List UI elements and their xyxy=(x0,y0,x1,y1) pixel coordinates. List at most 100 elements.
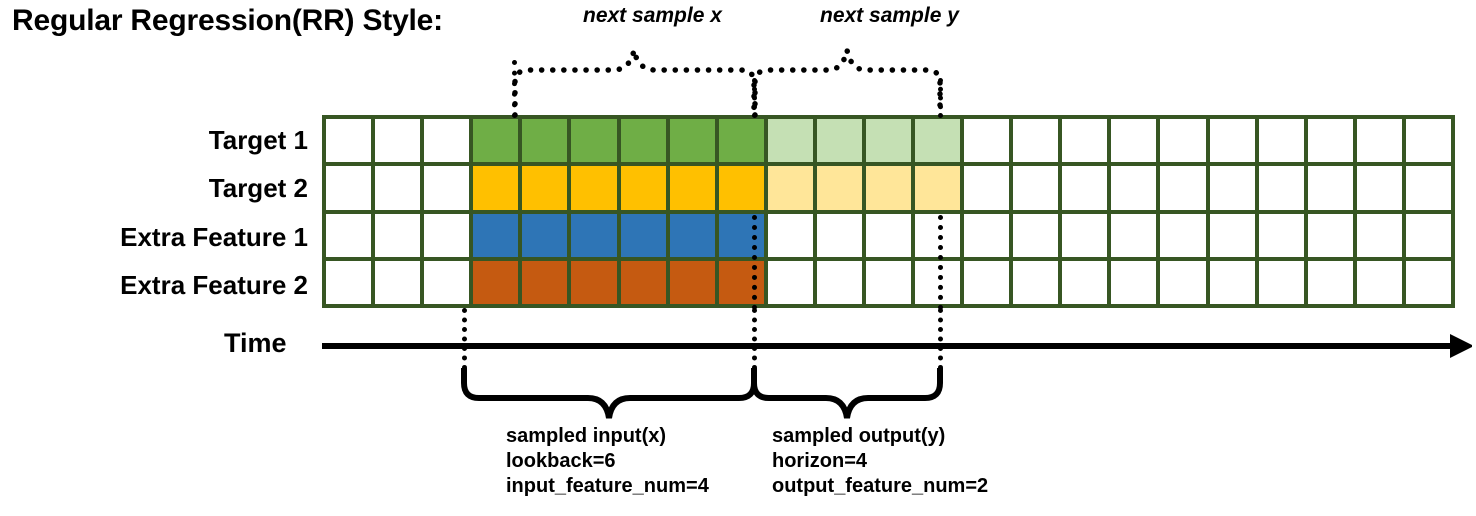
guide-line-output-top xyxy=(938,78,943,118)
page-title: Regular Regression(RR) Style: xyxy=(12,4,443,37)
grid-cell-target-1-10 xyxy=(816,119,862,163)
grid-cell-extra-feature-1-0 xyxy=(326,213,372,257)
grid-cell-extra-feature-1-20 xyxy=(1307,213,1353,257)
grid-cell-target-1-17 xyxy=(1160,119,1206,163)
grid-cell-extra-feature-2-8 xyxy=(718,260,764,304)
grid-cell-extra-feature-1-19 xyxy=(1258,213,1304,257)
grid-cell-target-1-6 xyxy=(620,119,666,163)
caption-sampled-input-feature-num: input_feature_num=4 xyxy=(506,475,709,497)
grid-cell-target-1-13 xyxy=(964,119,1010,163)
grid-cell-extra-feature-1-10 xyxy=(816,213,862,257)
row-label-extra-feature-1: Extra Feature 1 xyxy=(120,222,308,252)
grid-cell-extra-feature-2-5 xyxy=(571,260,617,304)
grid-cell-extra-feature-2-14 xyxy=(1013,260,1059,304)
grid-cell-target-2-6 xyxy=(620,166,666,210)
grid-cell-extra-feature-1-14 xyxy=(1013,213,1059,257)
caption-sampled-input-title: sampled input(x) xyxy=(506,425,667,447)
row-label-target-1: Target 1 xyxy=(208,125,308,155)
annotation-next-sample-y: next sample y xyxy=(820,4,959,27)
grid-cell-target-1-2 xyxy=(424,119,470,163)
grid-cell-target-2-7 xyxy=(669,166,715,210)
grid-cell-target-2-2 xyxy=(424,166,470,210)
grid-cell-extra-feature-2-21 xyxy=(1356,260,1402,304)
grid-cell-extra-feature-2-1 xyxy=(375,260,421,304)
grid-cell-target-1-5 xyxy=(571,119,617,163)
guide-line-output-end-bottom xyxy=(938,308,943,370)
grid-cell-extra-feature-2-22 xyxy=(1405,260,1451,304)
grid-cell-extra-feature-2-17 xyxy=(1160,260,1206,304)
grid-cell-extra-feature-2-10 xyxy=(816,260,862,304)
grid-cell-extra-feature-1-8 xyxy=(718,213,764,257)
grid-cell-extra-feature-1-5 xyxy=(571,213,617,257)
grid-cell-target-2-11 xyxy=(865,166,912,210)
grid-cell-extra-feature-1-4 xyxy=(522,213,568,257)
grid-cell-target-1-18 xyxy=(1209,119,1255,163)
caption-sampled-output-horizon: horizon=4 xyxy=(772,450,868,472)
grid-cell-extra-feature-2-6 xyxy=(620,260,666,304)
row-label-column: Target 1 Target 2 Extra Feature 1 Extra … xyxy=(22,116,322,310)
grid-cell-extra-feature-2-20 xyxy=(1307,260,1353,304)
grid-cell-extra-feature-2-11 xyxy=(865,260,912,304)
caption-sampled-input-lookback: lookback=6 xyxy=(506,450,616,472)
grid-cell-target-1-7 xyxy=(669,119,715,163)
caption-sampled-output-feature-num: output_feature_num=2 xyxy=(772,475,989,497)
grid-cell-target-1-21 xyxy=(1356,119,1402,163)
time-axis-label: Time xyxy=(224,328,287,358)
grid-cell-target-2-12 xyxy=(915,166,961,210)
grid-cell-target-1-3 xyxy=(473,119,519,163)
grid-cell-extra-feature-2-16 xyxy=(1111,260,1157,304)
grid-cell-target-1-14 xyxy=(1013,119,1059,163)
grid-cell-target-2-5 xyxy=(571,166,617,210)
grid-cell-target-2-21 xyxy=(1356,166,1402,210)
grid-cell-target-2-8 xyxy=(718,166,764,210)
grid-cell-extra-feature-1-17 xyxy=(1160,213,1206,257)
grid-cell-target-1-22 xyxy=(1405,119,1451,163)
grid-cell-target-2-9 xyxy=(767,166,813,210)
grid-cell-extra-feature-2-0 xyxy=(326,260,372,304)
grid-cell-extra-feature-2-15 xyxy=(1062,260,1108,304)
grid-cell-extra-feature-2-2 xyxy=(424,260,470,304)
grid-cell-extra-feature-2-12 xyxy=(915,260,961,304)
grid-cell-extra-feature-1-2 xyxy=(424,213,470,257)
grid-cell-target-1-9 xyxy=(767,119,813,163)
grid-cell-target-2-17 xyxy=(1160,166,1206,210)
grid-cell-extra-feature-1-16 xyxy=(1111,213,1157,257)
grid-cell-target-1-15 xyxy=(1062,119,1108,163)
grid-cell-target-2-0 xyxy=(326,166,372,210)
guide-line-split-bottom xyxy=(752,308,757,370)
grid-cell-extra-feature-2-19 xyxy=(1258,260,1304,304)
grid-cell-target-2-18 xyxy=(1209,166,1255,210)
grid-cell-target-2-10 xyxy=(816,166,862,210)
grid-cell-target-2-1 xyxy=(375,166,421,210)
grid-cell-extra-feature-1-12 xyxy=(915,213,961,257)
grid-cell-target-2-13 xyxy=(964,166,1010,210)
grid-cell-target-2-19 xyxy=(1258,166,1304,210)
grid-cell-target-1-11 xyxy=(865,119,912,163)
grid-cell-target-2-14 xyxy=(1013,166,1059,210)
grid-cell-target-2-20 xyxy=(1307,166,1353,210)
grid-cell-extra-feature-1-7 xyxy=(669,213,715,257)
grid-cell-target-2-22 xyxy=(1405,166,1451,210)
grid-cell-extra-feature-1-9 xyxy=(767,213,813,257)
grid-cell-target-1-19 xyxy=(1258,119,1304,163)
grid-cell-target-1-20 xyxy=(1307,119,1353,163)
guide-line-input-top xyxy=(512,60,517,118)
grid-cell-extra-feature-1-6 xyxy=(620,213,666,257)
annotation-next-sample-x: next sample x xyxy=(583,4,722,27)
grid-cell-extra-feature-1-18 xyxy=(1209,213,1255,257)
guide-line-input-start-bottom xyxy=(462,308,467,370)
grid-cell-target-1-0 xyxy=(326,119,372,163)
guide-line-output-mid xyxy=(938,215,943,310)
grid-cell-extra-feature-1-15 xyxy=(1062,213,1108,257)
grid-cell-target-1-16 xyxy=(1111,119,1157,163)
guide-line-split-top xyxy=(752,78,757,118)
grid-cell-target-2-16 xyxy=(1111,166,1157,210)
guide-line-split-mid xyxy=(752,215,757,310)
grid-cell-extra-feature-2-4 xyxy=(522,260,568,304)
row-label-extra-feature-2: Extra Feature 2 xyxy=(120,270,308,300)
grid-cell-extra-feature-1-3 xyxy=(473,213,519,257)
grid-cell-extra-feature-2-13 xyxy=(964,260,1010,304)
caption-sampled-output-title: sampled output(y) xyxy=(772,425,946,447)
grid-cell-extra-feature-1-22 xyxy=(1405,213,1451,257)
